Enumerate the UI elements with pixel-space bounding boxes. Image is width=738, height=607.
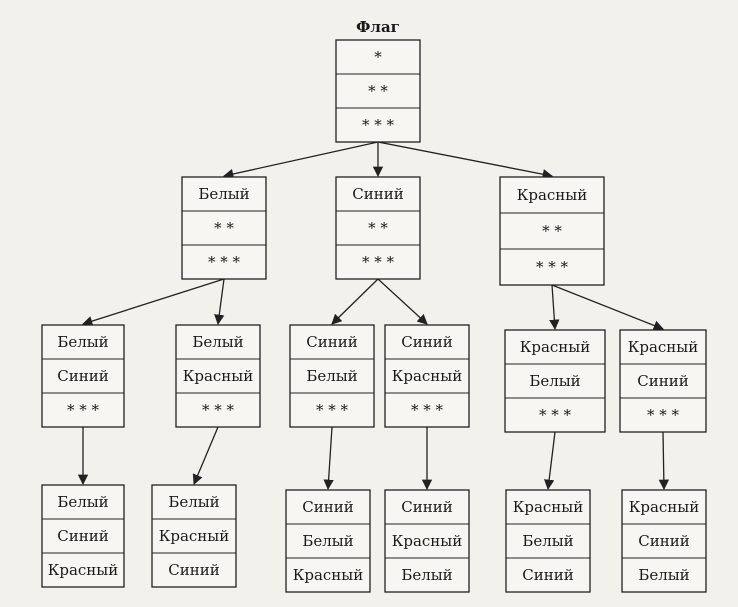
node-cell-label: Красный — [183, 367, 254, 385]
node-cell-label: Красный — [628, 338, 699, 356]
node-cell-label: * * * — [539, 406, 572, 424]
node-cell-label: Синий — [57, 367, 108, 385]
node-frame — [335, 176, 421, 280]
tree-node-l1-3: Красный * * * * * — [499, 176, 605, 286]
node-cell-label: * * * — [536, 258, 569, 276]
node-frame — [289, 324, 375, 428]
node-cell-label: Синий — [522, 566, 573, 584]
node-cell-label: * * * — [67, 401, 100, 419]
tree-title: Флаг — [356, 18, 400, 36]
node-cell-label: * * * — [362, 116, 395, 134]
node-cell-label: * * * — [362, 253, 395, 271]
node-frame — [41, 484, 125, 588]
node-cell-label: * * * — [316, 401, 349, 419]
edge-arrow-l2-2-to-l3-2 — [192, 426, 219, 485]
node-frame — [504, 329, 606, 433]
node-cell-label: Белый — [302, 532, 353, 550]
node-cell-label: * * — [542, 222, 562, 240]
node-cell-label: Синий — [401, 498, 452, 516]
edge-arrow-l2-6-to-l3-6 — [658, 431, 670, 491]
node-cell-label: Красный — [392, 532, 463, 550]
node-cell-label: Красный — [517, 186, 588, 204]
node-cell-label: Синий — [638, 532, 689, 550]
node-cell-label: Белый — [57, 493, 108, 511]
node-cell-label: Белый — [57, 333, 108, 351]
node-cell-label: Синий — [168, 561, 219, 579]
node-cell-label: Красный — [513, 498, 584, 516]
node-cell-label: Синий — [57, 527, 108, 545]
node-cell-label: Белый — [192, 333, 243, 351]
node-frame — [285, 489, 371, 593]
node-cell-label: Красный — [48, 561, 119, 579]
node-cell-label: Белый — [529, 372, 580, 390]
node-cell-label: * * * — [411, 401, 444, 419]
node-cell-label: Белый — [168, 493, 219, 511]
edge-arrow-l2-3-to-l3-3 — [323, 426, 334, 491]
node-cell-label: Синий — [302, 498, 353, 516]
node-cell-label: Синий — [401, 333, 452, 351]
edge-arrow-l1-2-to-l2-4 — [377, 278, 428, 325]
node-cell-label: Белый — [306, 367, 357, 385]
node-cell-label: * — [374, 48, 382, 66]
edge-arrow-root-to-l1-3 — [377, 141, 554, 180]
node-cell-label: Красный — [520, 338, 591, 356]
node-cell-label: * * — [368, 219, 388, 237]
tree-node-l1-2: Синий * * * * * — [335, 176, 421, 280]
node-cell-label: * * * — [208, 253, 241, 271]
tree-node-l1-1: Белый * * * * * — [181, 176, 267, 280]
node-frame — [621, 489, 707, 593]
node-frame — [499, 176, 605, 286]
node-cell-label: * * — [368, 82, 388, 100]
node-cell-label: Белый — [401, 566, 452, 584]
node-frame — [175, 324, 261, 428]
edges-layer — [77, 141, 670, 491]
node-cell-label: * * * — [647, 406, 680, 424]
nodes-layer: ** ** * *Белый* ** * *Синий* ** * *Красн… — [41, 39, 707, 593]
node-frame — [619, 329, 707, 433]
node-frame — [505, 489, 591, 593]
edge-arrow-l1-3-to-l2-6 — [551, 284, 664, 331]
edge-arrow-l1-3-to-l2-5 — [549, 284, 560, 331]
node-cell-label: Синий — [637, 372, 688, 390]
node-frame — [384, 324, 470, 428]
node-cell-label: Белый — [638, 566, 689, 584]
node-frame — [181, 176, 267, 280]
node-frame — [151, 484, 237, 588]
edge-arrow-l2-5-to-l3-5 — [543, 431, 556, 491]
node-cell-label: Красный — [159, 527, 230, 545]
node-cell-label: Красный — [293, 566, 364, 584]
node-cell-label: Синий — [352, 185, 403, 203]
node-frame — [335, 39, 421, 143]
node-cell-label: Белый — [198, 185, 249, 203]
edge-arrow-l1-1-to-l2-1 — [82, 278, 225, 327]
node-cell-label: Красный — [629, 498, 700, 516]
tree-node-root: * * * * * * — [335, 39, 421, 143]
node-cell-label: * * * — [202, 401, 235, 419]
edge-arrow-l1-1-to-l2-2 — [214, 278, 225, 326]
node-cell-label: Белый — [522, 532, 573, 550]
node-frame — [384, 489, 470, 593]
node-frame — [41, 324, 125, 428]
edge-arrow-root-to-l1-1 — [222, 141, 379, 180]
node-cell-label: * * — [214, 219, 234, 237]
node-cell-label: Синий — [306, 333, 357, 351]
node-cell-label: Красный — [392, 367, 463, 385]
edge-arrow-l1-2-to-l2-3 — [331, 278, 379, 325]
